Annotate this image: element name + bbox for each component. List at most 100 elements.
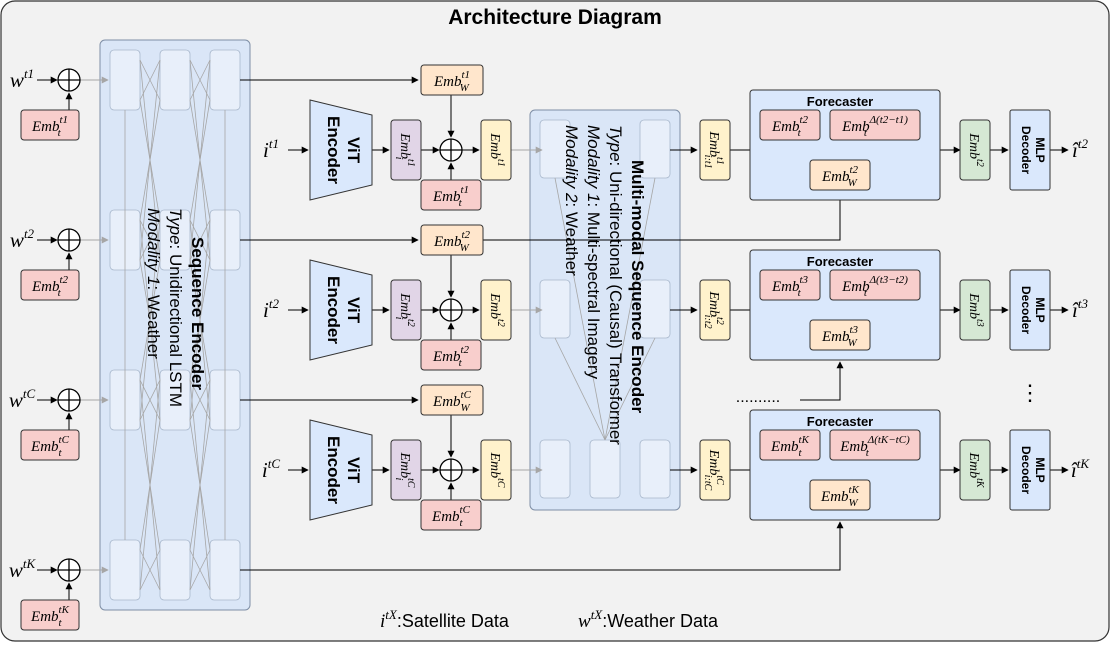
svg-text:MLP: MLP [1033,297,1047,322]
mm-encoder-modality1: Modality 1: Multi-spectral Imagery [584,125,603,380]
svg-text:Decoder: Decoder [1019,126,1033,174]
svg-text:Embt2: Embt2 [487,292,506,326]
mm-encoder-type: Type: Uni-directional (Causal) Transform… [606,125,625,445]
svg-text:ViT: ViT [344,457,363,484]
svg-text:Embt3: Embt3 [966,292,985,326]
sequence-embedding-tC: EmbtCi:tC [699,439,731,501]
transformer-cell [639,439,671,499]
sequence-encoder-modality: Modality 1: Weather [144,208,163,359]
predicted-embedding-t3: Embt3 [959,279,991,341]
svg-text:Encoder: Encoder [324,116,343,184]
transformer-cell [539,279,571,339]
svg-text:ViT: ViT [344,137,363,164]
predicted-image-t2: ît2 [1072,136,1088,162]
weather-sum-node [57,228,81,252]
satellite-input-t1: it1 [263,136,279,162]
lstm-cell [209,49,241,111]
lstm-to-forecaster-3 [240,521,844,571]
lstm-cell [159,49,191,111]
predicted-image-t3: ît3 [1072,296,1088,322]
weather-input-tC: wtC [9,386,36,412]
svg-text:Encoder: Encoder [324,436,343,504]
svg-text:EmbtC: EmbtC [487,451,506,487]
image-embedding-tC: EmbtCi [390,439,422,501]
svg-text:Embt2i: Embt2i [393,292,416,326]
image-embedding-t2: Embt2i [390,279,422,341]
forecaster-delta-embedding: EmbΔ(t3−t2)t [829,269,921,301]
weather-sum-node [57,68,81,92]
lstm-cell [159,539,191,601]
svg-text:MLP: MLP [1033,457,1047,482]
weather-input-t1: wt1 [10,66,34,92]
lstm-link [189,549,211,591]
forecaster-label: Forecaster [807,94,873,109]
fused-embedding-t1: Embt1 [480,119,512,181]
mm-encoder-title: Multi-modal Sequence Encoder [628,160,647,414]
fusion-sum-node [439,138,463,162]
horizontal-ellipsis: .......... [736,389,780,406]
svg-text:Embt1i: Embt1i [393,132,416,166]
svg-text:EmbtK: EmbtK [966,451,985,488]
attention-link [604,177,656,441]
transformer-cell [589,439,621,499]
svg-text:Embt2i:t2: Embt2i:t2 [702,290,725,328]
predicted-embedding-t2: Embt2 [959,119,991,181]
sequence-embedding-t2: Embt2i:t2 [699,279,731,341]
svg-text:Encoder: Encoder [324,276,343,344]
transformer-cell [539,439,571,499]
lstm-link [139,549,161,591]
predicted-image-tK: îtK [1071,456,1090,482]
svg-text:EmbΔ(t2−t1)t: EmbΔ(t2−t1)t [841,114,908,139]
lstm-cell [109,539,141,601]
weather-sum-node [57,388,81,412]
svg-text:Embt1i:t1: Embt1i:t1 [702,130,725,168]
svg-text:EmbΔ(tK−tC)t: EmbΔ(tK−tC)t [839,434,910,459]
lstm-cell [159,369,191,431]
fused-embedding-t2: Embt2 [480,279,512,341]
forecaster-delta-embedding: EmbΔ(t2−t1)t [829,109,921,141]
image-embedding-t1: Embt1i [390,119,422,181]
attention-link [604,337,656,441]
predicted-embedding-tK: EmbtK [959,439,991,501]
weather-input-tK: wtK [9,556,37,582]
lstm-link [189,379,211,591]
mm-encoder-modality2: Modality 2: Weather [562,125,581,276]
weather-input-t2: wt2 [10,226,35,252]
svg-text:Embt1: Embt1 [487,132,506,166]
diagram-title: Architecture Diagram [448,6,662,29]
sequence-encoder-title: Sequence Encoder [188,237,207,390]
svg-text:EmbΔ(t3−t2)t: EmbΔ(t3−t2)t [841,274,908,299]
attention-link [554,337,606,441]
lstm-cell [209,539,241,601]
legend: itX:Satellite Data wtX:Weather Data [380,607,719,632]
satellite-input-t2: it2 [263,296,279,322]
lstm-cell [109,49,141,111]
svg-text:EmbtCi: EmbtCi [393,451,416,487]
